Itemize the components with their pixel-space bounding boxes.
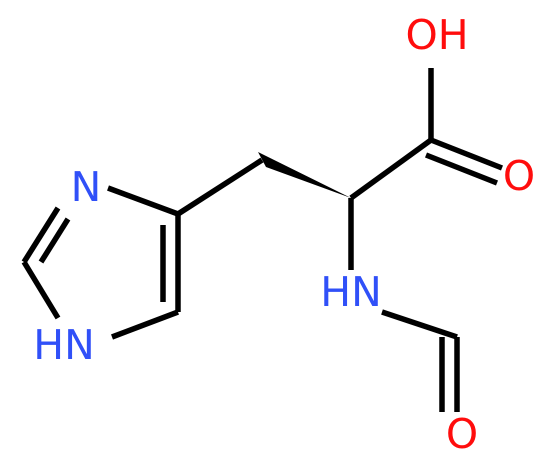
bond-ccarboxyl-o-inner <box>424 152 499 186</box>
bond-c2-n3-inner <box>38 217 71 264</box>
bond-ccarboxyl-o <box>429 137 504 171</box>
bond-c4-cbeta <box>176 157 264 217</box>
atom-label-imidazole-nh: HN <box>33 321 95 369</box>
bond-n-cformyl <box>381 309 458 340</box>
atom-label-formyl-o: O <box>446 410 478 458</box>
atom-label-carbonyl-o: O <box>503 152 535 200</box>
atom-labels: OH O N HN HN O <box>33 11 535 458</box>
bond-n3-c4 <box>107 185 179 217</box>
atom-label-imidazole-n: N <box>71 163 102 211</box>
bond-calpha-ccarboxyl <box>349 137 433 201</box>
bond-c5-n1 <box>111 309 179 340</box>
atom-label-oh: OH <box>405 11 468 59</box>
wedge-bond-cbeta-calpha <box>258 152 351 198</box>
atom-label-amide-nh: HN <box>320 268 382 316</box>
bond-c2-n3 <box>21 206 61 264</box>
bond-n1-c2 <box>21 260 61 320</box>
bonds <box>21 68 504 412</box>
